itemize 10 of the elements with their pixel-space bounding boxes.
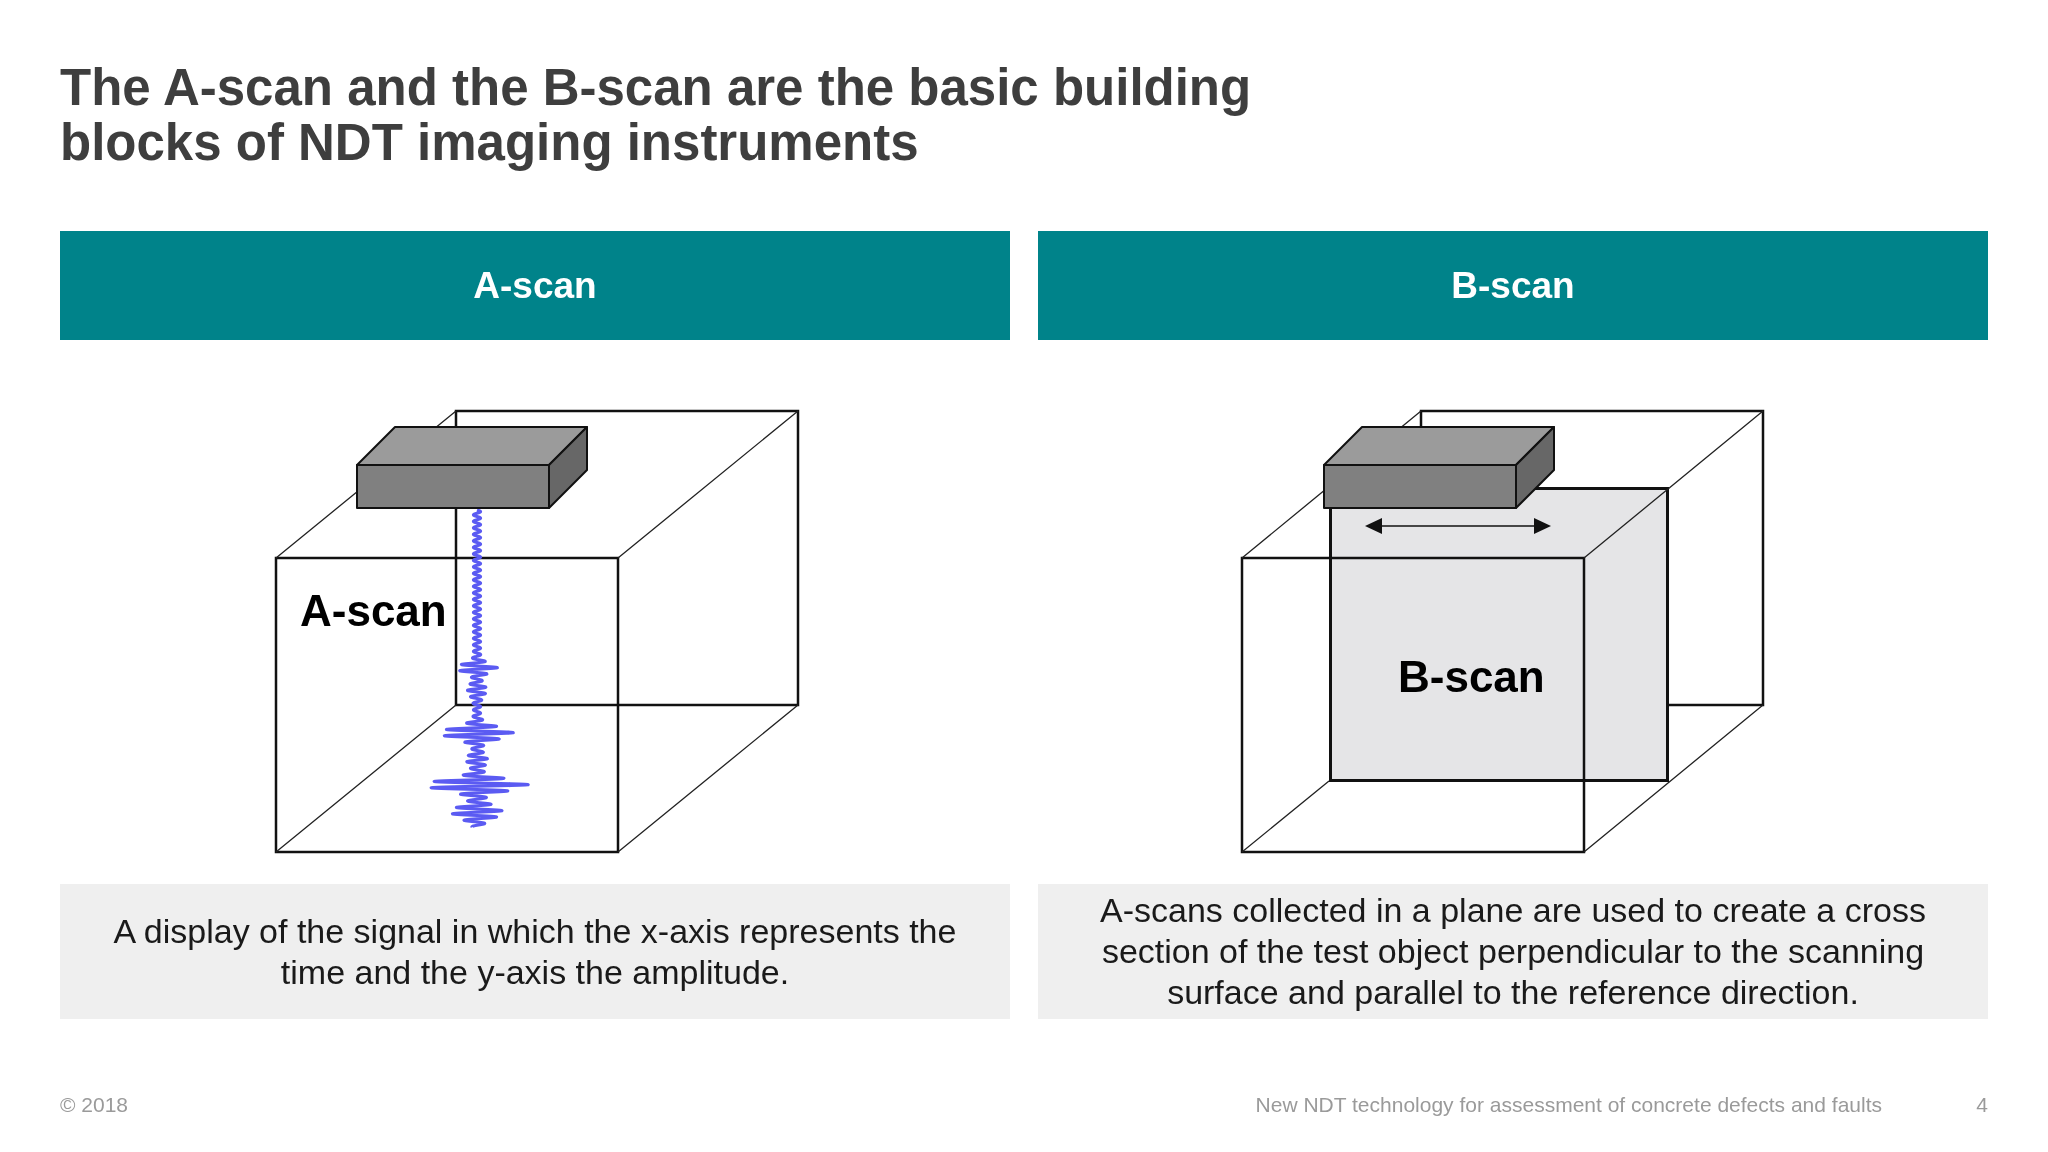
section-header-bar: B-scan (1038, 231, 1988, 340)
scan-label: A-scan (300, 589, 447, 633)
copyright-text: © 2018 (60, 1093, 129, 1117)
slide-title: The A-scan and the B-scan are the basic building blocks of NDT imaging instruments (60, 60, 1253, 170)
footer-text: New NDT technology for assessment of concrete defects and faults (1255, 1093, 1882, 1117)
description-panel: A-scans collected in a plane are used to create a cross section of the test object perpendicular to the scanning surface and parallel to the reference direction. (1038, 884, 1988, 1019)
description-panel: A display of the signal in which the x-axis represents the time and the y-axis the amplitude. (60, 884, 1010, 1019)
page-number: 4 (1976, 1093, 1988, 1117)
cross-section-plane: B-scan (1329, 487, 1669, 782)
section-header-bar: A-scan (60, 231, 1010, 340)
